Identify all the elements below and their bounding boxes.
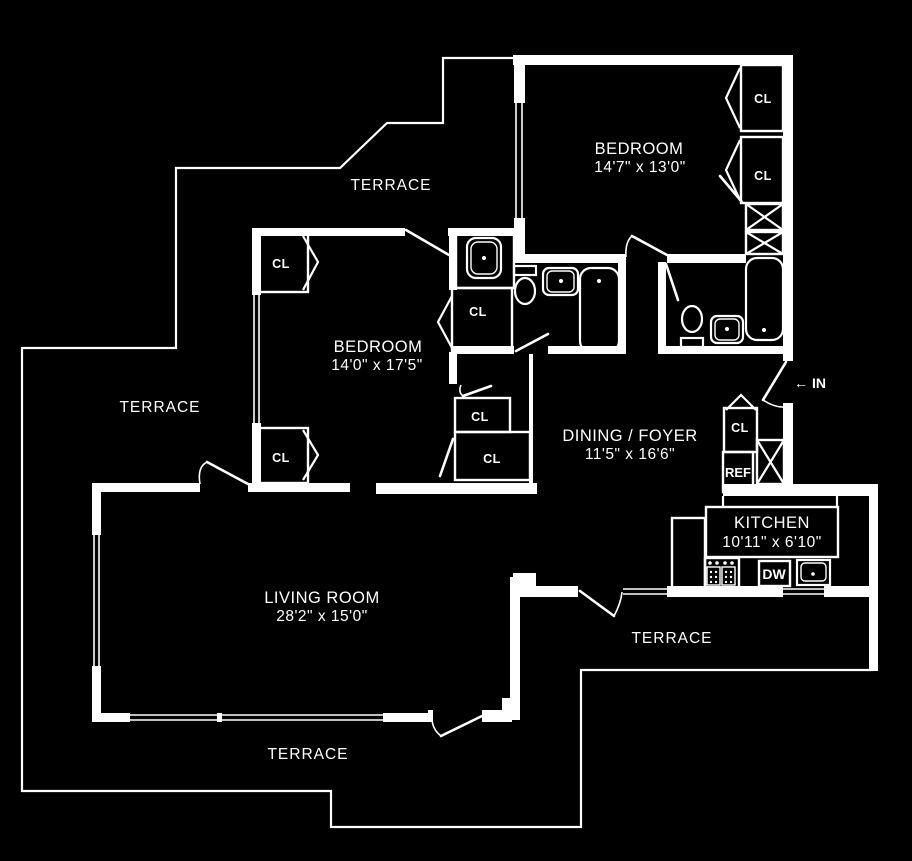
service-shafts: [744, 202, 786, 486]
shaft-box: [755, 438, 786, 486]
kitchen-area: REF DW: [670, 450, 840, 590]
closet-label: CL: [483, 452, 501, 466]
terrace-top-label: TERRACE: [350, 177, 431, 194]
shaft-x-icon: [756, 439, 785, 485]
kitchen-name: KITCHEN: [734, 514, 810, 532]
closet-label: CL: [754, 92, 772, 106]
refrigerator-label: REF: [725, 465, 751, 480]
shaft-x-icon: [745, 203, 784, 231]
closet-door-icon: [302, 235, 320, 291]
bedroom-top-dims: 14'7" x 13'0": [594, 159, 686, 176]
entry-label: IN: [812, 375, 826, 391]
kitchen-dims: 10'11" x 6'10": [722, 534, 821, 551]
terrace-boundary: [20, 56, 873, 829]
dining-foyer-dims: 11'5" x 16'6": [585, 446, 675, 463]
closet-label: CL: [754, 169, 772, 183]
closet-door-icon: [725, 393, 757, 411]
sink-icon: [709, 314, 745, 345]
living-room-dims: 28'2" x 15'0": [276, 608, 368, 625]
sink-icon: [541, 266, 580, 297]
living-room-name: LIVING ROOM: [264, 589, 380, 607]
closet-label: CL: [731, 421, 749, 435]
entry-marker: ← IN: [794, 375, 826, 391]
bathtub-icon: [578, 266, 621, 354]
vanity-niche: [454, 230, 516, 290]
refrigerator-box: [721, 450, 755, 494]
kitchen-counter: [670, 516, 707, 590]
bedroom-left-dims: 14'0" x 17'5": [331, 357, 423, 374]
dishwasher-label: DW: [762, 566, 786, 582]
kitchen-sink-icon: [795, 558, 832, 587]
closet-door-icon: [436, 295, 453, 349]
closet-box: [254, 231, 310, 294]
dishwasher-box: [757, 559, 792, 588]
closet-label: CL: [272, 451, 290, 465]
toilet-icon: [512, 264, 538, 277]
closet-door-icon: [302, 429, 320, 481]
closet-box: [453, 430, 532, 482]
toilet-icon: [679, 336, 705, 349]
bathroom-fixtures: [454, 230, 785, 354]
terrace-labels: TERRACE TERRACE TERRACE TERRACE: [119, 177, 712, 763]
terrace-left-label: TERRACE: [119, 399, 200, 416]
stove-icon: [703, 556, 741, 590]
walls: [92, 55, 878, 722]
shaft-box: [744, 202, 785, 232]
entry-arrow-icon: ←: [794, 375, 808, 391]
room-labels: BEDROOM 14'7" x 13'0" BEDROOM 14'0" x 17…: [264, 140, 821, 625]
terrace-right-label: TERRACE: [631, 630, 712, 647]
bedroom-top-name: BEDROOM: [595, 140, 684, 158]
bathtub-icon: [744, 256, 785, 342]
closet-label: CL: [469, 305, 487, 319]
dining-foyer-name: DINING / FOYER: [562, 427, 697, 445]
closet-box: [254, 426, 310, 485]
closet-box: [739, 63, 785, 133]
terrace-bottom-label: TERRACE: [267, 746, 348, 763]
bedroom-left-name: BEDROOM: [334, 338, 423, 356]
shaft-box: [744, 230, 785, 256]
closet-door-icon: [724, 139, 741, 201]
closet-label: CL: [272, 257, 290, 271]
windows: [93, 102, 824, 721]
closet-label: CL: [471, 410, 489, 424]
door-swings: [198, 174, 788, 738]
closet-door-icon: [724, 67, 741, 129]
shaft-x-icon: [745, 231, 784, 255]
sink-icon: [465, 236, 503, 280]
